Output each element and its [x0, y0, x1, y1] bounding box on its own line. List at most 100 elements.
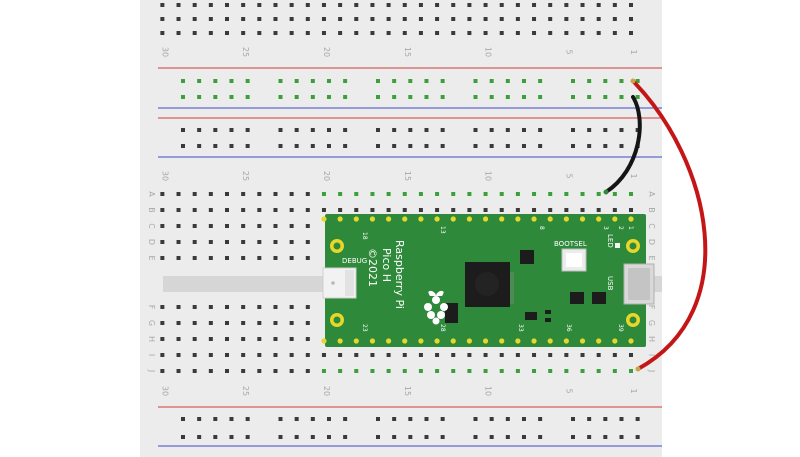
rail-hole	[521, 79, 526, 83]
pico-pin-pad	[450, 338, 456, 344]
hole	[515, 3, 520, 7]
rail-hole	[424, 417, 429, 421]
pico-pin-pad	[321, 338, 327, 344]
pico-pin-pad	[386, 216, 392, 222]
hole	[176, 256, 181, 260]
hole	[208, 208, 213, 212]
hole	[532, 369, 537, 373]
hole	[596, 192, 601, 196]
rail-hole	[376, 95, 380, 99]
column-number: 30	[160, 386, 169, 396]
hole	[580, 31, 585, 35]
rail-hole	[343, 128, 348, 132]
hole	[386, 208, 391, 212]
hole	[160, 256, 165, 260]
hole	[273, 256, 278, 260]
pico-pin-pad	[531, 338, 537, 344]
rail-hole	[245, 435, 250, 439]
rail-hole	[326, 144, 331, 148]
row-letter: D	[147, 239, 156, 245]
hole	[564, 353, 569, 357]
rail-hole	[376, 144, 380, 148]
hole	[273, 192, 278, 196]
row-letter: E	[147, 255, 156, 260]
rail-hole	[635, 417, 640, 421]
pico-pin-pad	[515, 338, 521, 344]
rail-hole	[310, 435, 315, 439]
rail-hole	[310, 417, 315, 421]
hole	[305, 353, 310, 357]
rail-hole	[310, 144, 315, 148]
hole	[548, 192, 553, 196]
pico-pin-pad	[337, 216, 343, 222]
hole	[435, 3, 440, 7]
rail-hole	[424, 144, 429, 148]
rail-hole	[538, 95, 543, 99]
hole	[241, 337, 246, 341]
hole	[241, 256, 246, 260]
hole	[257, 3, 262, 7]
black-wire-end	[603, 189, 609, 195]
row-letter: J	[147, 369, 156, 372]
row-letter: H	[147, 336, 156, 342]
hole	[273, 305, 278, 309]
hole	[273, 17, 278, 21]
row-letter: I	[647, 354, 656, 356]
rail-hole	[343, 79, 348, 83]
rail-hole	[408, 144, 413, 148]
hole	[273, 3, 278, 7]
hole	[629, 31, 633, 35]
hole	[596, 31, 601, 35]
rail-hole	[392, 435, 397, 439]
row-letter: B	[647, 207, 656, 213]
row-letter: F	[147, 305, 156, 310]
rail-hole	[278, 435, 283, 439]
rail-hole	[505, 435, 510, 439]
hole	[612, 192, 617, 196]
hole	[289, 337, 294, 341]
hole	[305, 224, 310, 228]
hole	[402, 369, 407, 373]
row-letter: I	[147, 354, 156, 356]
hole	[386, 31, 391, 35]
hole	[305, 369, 310, 373]
rail-hole	[505, 128, 510, 132]
hole	[418, 17, 423, 21]
rail-hole	[635, 435, 640, 439]
hole	[192, 353, 197, 357]
hole	[629, 208, 633, 212]
hole	[435, 369, 440, 373]
rail-hole	[213, 435, 218, 439]
rail-hole	[326, 128, 331, 132]
pico-pin-pad	[612, 338, 618, 344]
column-number: 1	[629, 49, 638, 54]
rail-hole	[440, 128, 445, 132]
hole	[273, 353, 278, 357]
hole	[564, 208, 569, 212]
rail-hole	[213, 79, 218, 83]
hole	[208, 353, 213, 357]
hole	[225, 305, 229, 309]
rail-hole	[489, 95, 494, 99]
hole	[354, 369, 359, 373]
rail-hole	[310, 95, 315, 99]
hole	[580, 208, 585, 212]
hole	[225, 256, 229, 260]
hole	[225, 321, 229, 325]
hole	[338, 208, 343, 212]
rail-hole	[440, 95, 445, 99]
rail-hole	[343, 417, 348, 421]
hole	[241, 353, 246, 357]
pico-pin-pad	[369, 338, 376, 344]
hole	[241, 321, 246, 325]
hole	[160, 31, 165, 35]
hole	[305, 208, 310, 212]
hole	[160, 3, 165, 7]
hole	[564, 192, 569, 196]
rail-hole	[197, 95, 202, 99]
rail-hole	[619, 417, 624, 421]
hole	[192, 337, 197, 341]
rail-hole	[571, 95, 575, 99]
hole	[467, 31, 472, 35]
